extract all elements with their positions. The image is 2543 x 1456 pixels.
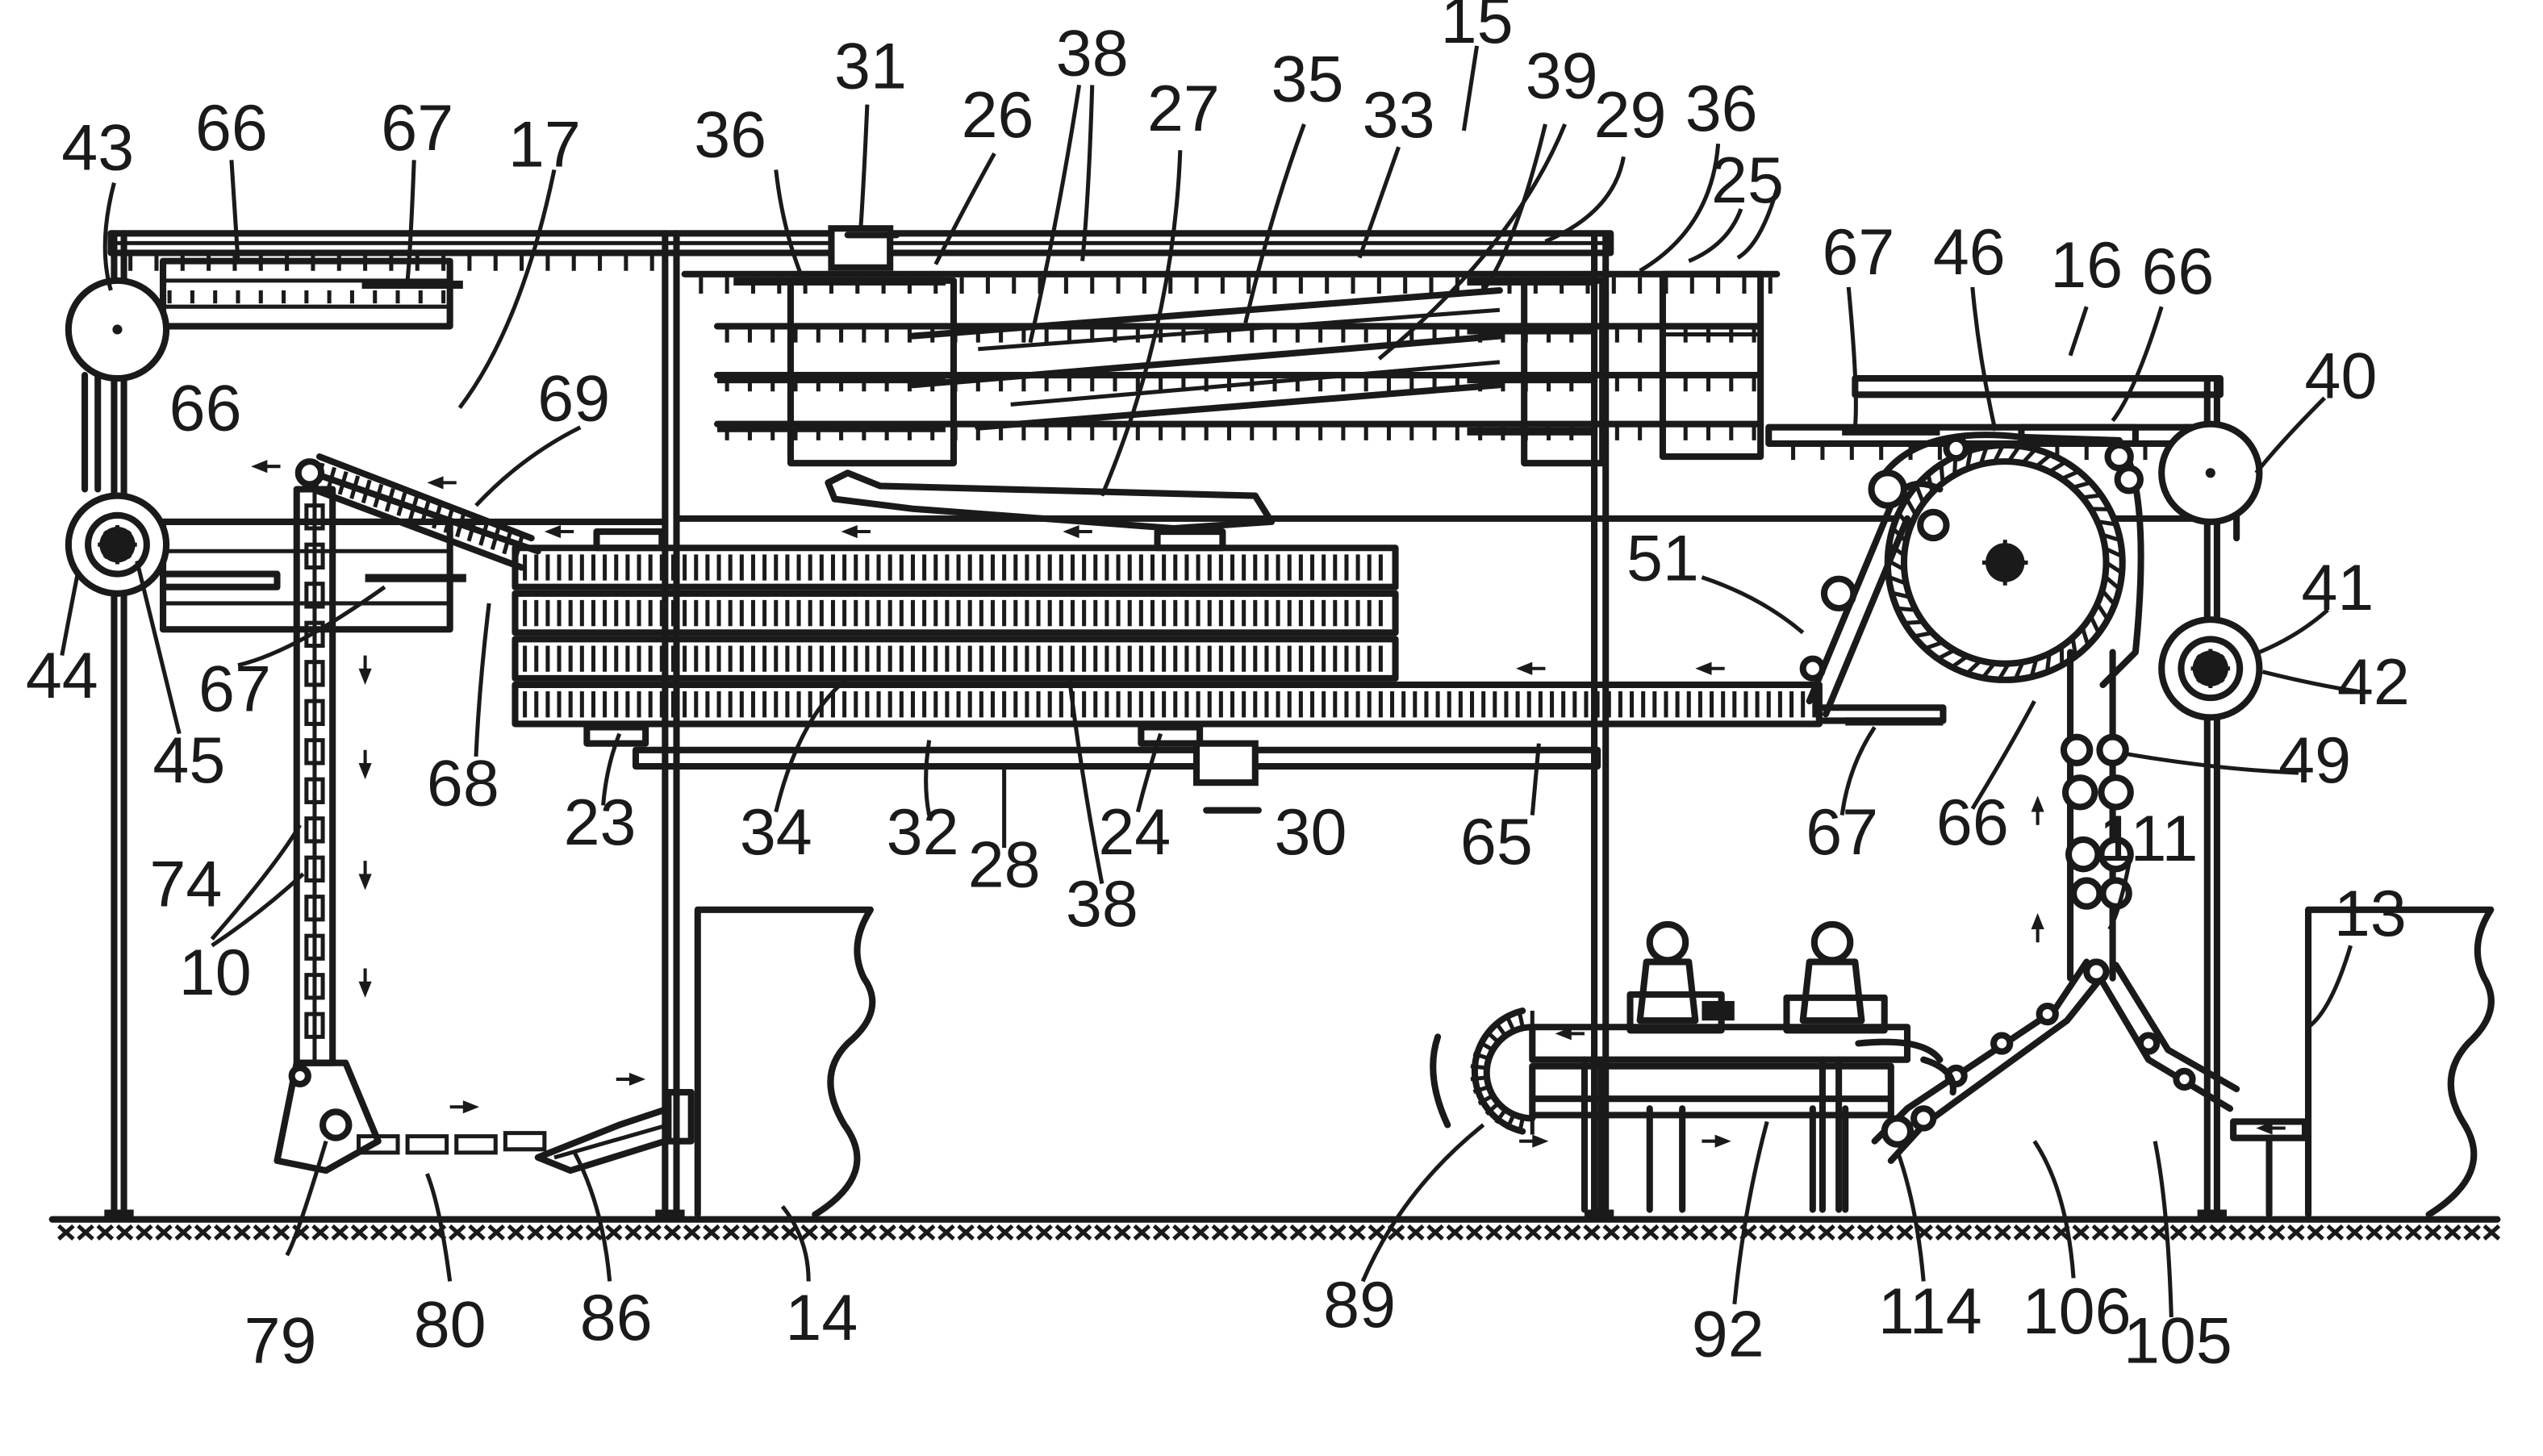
station-14 [698,910,873,1215]
drive-wheel-44 [69,496,166,594]
label-69: 69 [537,363,610,436]
splitter-arms [1858,962,2305,1214]
packing-station [1471,924,1907,1210]
label-14: 14 [785,1282,858,1354]
label-15: 15 [1441,0,1514,57]
label-67-right-bottom: 67 [1806,796,1878,869]
wheel-43 [69,281,166,378]
label-111: 111 [2099,803,2199,875]
label-79: 79 [244,1304,317,1377]
label-41: 41 [2301,552,2374,624]
label-40: 40 [2305,340,2378,412]
label-86: 86 [580,1282,653,1354]
label-105: 105 [2123,1304,2232,1377]
vertical-conveyor [277,489,378,1170]
label-16: 16 [2050,229,2123,302]
label-43: 43 [61,111,134,184]
label-66-top-left: 66 [195,92,268,165]
label-66-right-top: 66 [2141,236,2214,308]
label-25: 25 [1711,144,1784,217]
station-13 [2308,910,2491,1215]
label-39: 39 [1526,40,1598,113]
label-80: 80 [414,1288,486,1361]
label-36-right: 36 [1685,73,1758,145]
label-30: 30 [1275,796,1347,869]
label-34: 34 [740,796,812,869]
label-67-right-top: 67 [1822,216,1894,289]
label-23: 23 [564,786,637,859]
label-10: 10 [179,937,252,1009]
label-35: 35 [1272,44,1344,116]
label-65: 65 [1460,806,1533,878]
label-45: 45 [152,724,225,797]
label-32: 32 [887,796,959,869]
label-17: 17 [508,108,581,181]
label-13: 13 [2334,878,2407,950]
label-66-right-bottom: 66 [1936,786,2009,859]
drum-46 [1803,435,2141,725]
label-68: 68 [427,747,499,820]
label-67-top-left: 67 [381,92,453,165]
label-24: 24 [1098,796,1171,869]
label-27: 27 [1147,73,1220,145]
label-114: 114 [1878,1275,1982,1348]
label-66-left-mid: 66 [169,373,242,445]
label-38-top: 38 [1056,17,1129,90]
label-42: 42 [2337,646,2410,719]
lower-storage-conveyors [515,532,1819,782]
label-92: 92 [1692,1298,1764,1370]
ground [52,1220,2499,1239]
label-26: 26 [962,79,1034,152]
label-49: 49 [2278,724,2351,797]
drive-wheel-41 [2161,620,2259,717]
label-36-left: 36 [694,98,766,171]
label-106: 106 [2023,1275,2132,1348]
label-46: 46 [1933,216,2006,289]
wheel-40 [2161,424,2259,522]
label-44: 44 [26,640,98,712]
label-33: 33 [1363,79,1435,152]
label-38-bottom: 38 [1066,868,1138,941]
label-89: 89 [1323,1269,1396,1341]
label-74: 74 [149,849,222,921]
label-67-left-mid: 67 [198,653,271,725]
label-31: 31 [834,30,907,102]
label-29: 29 [1594,79,1667,152]
label-28: 28 [968,829,1041,902]
label-51: 51 [1626,523,1699,595]
roller-chain-80 [359,1092,691,1170]
